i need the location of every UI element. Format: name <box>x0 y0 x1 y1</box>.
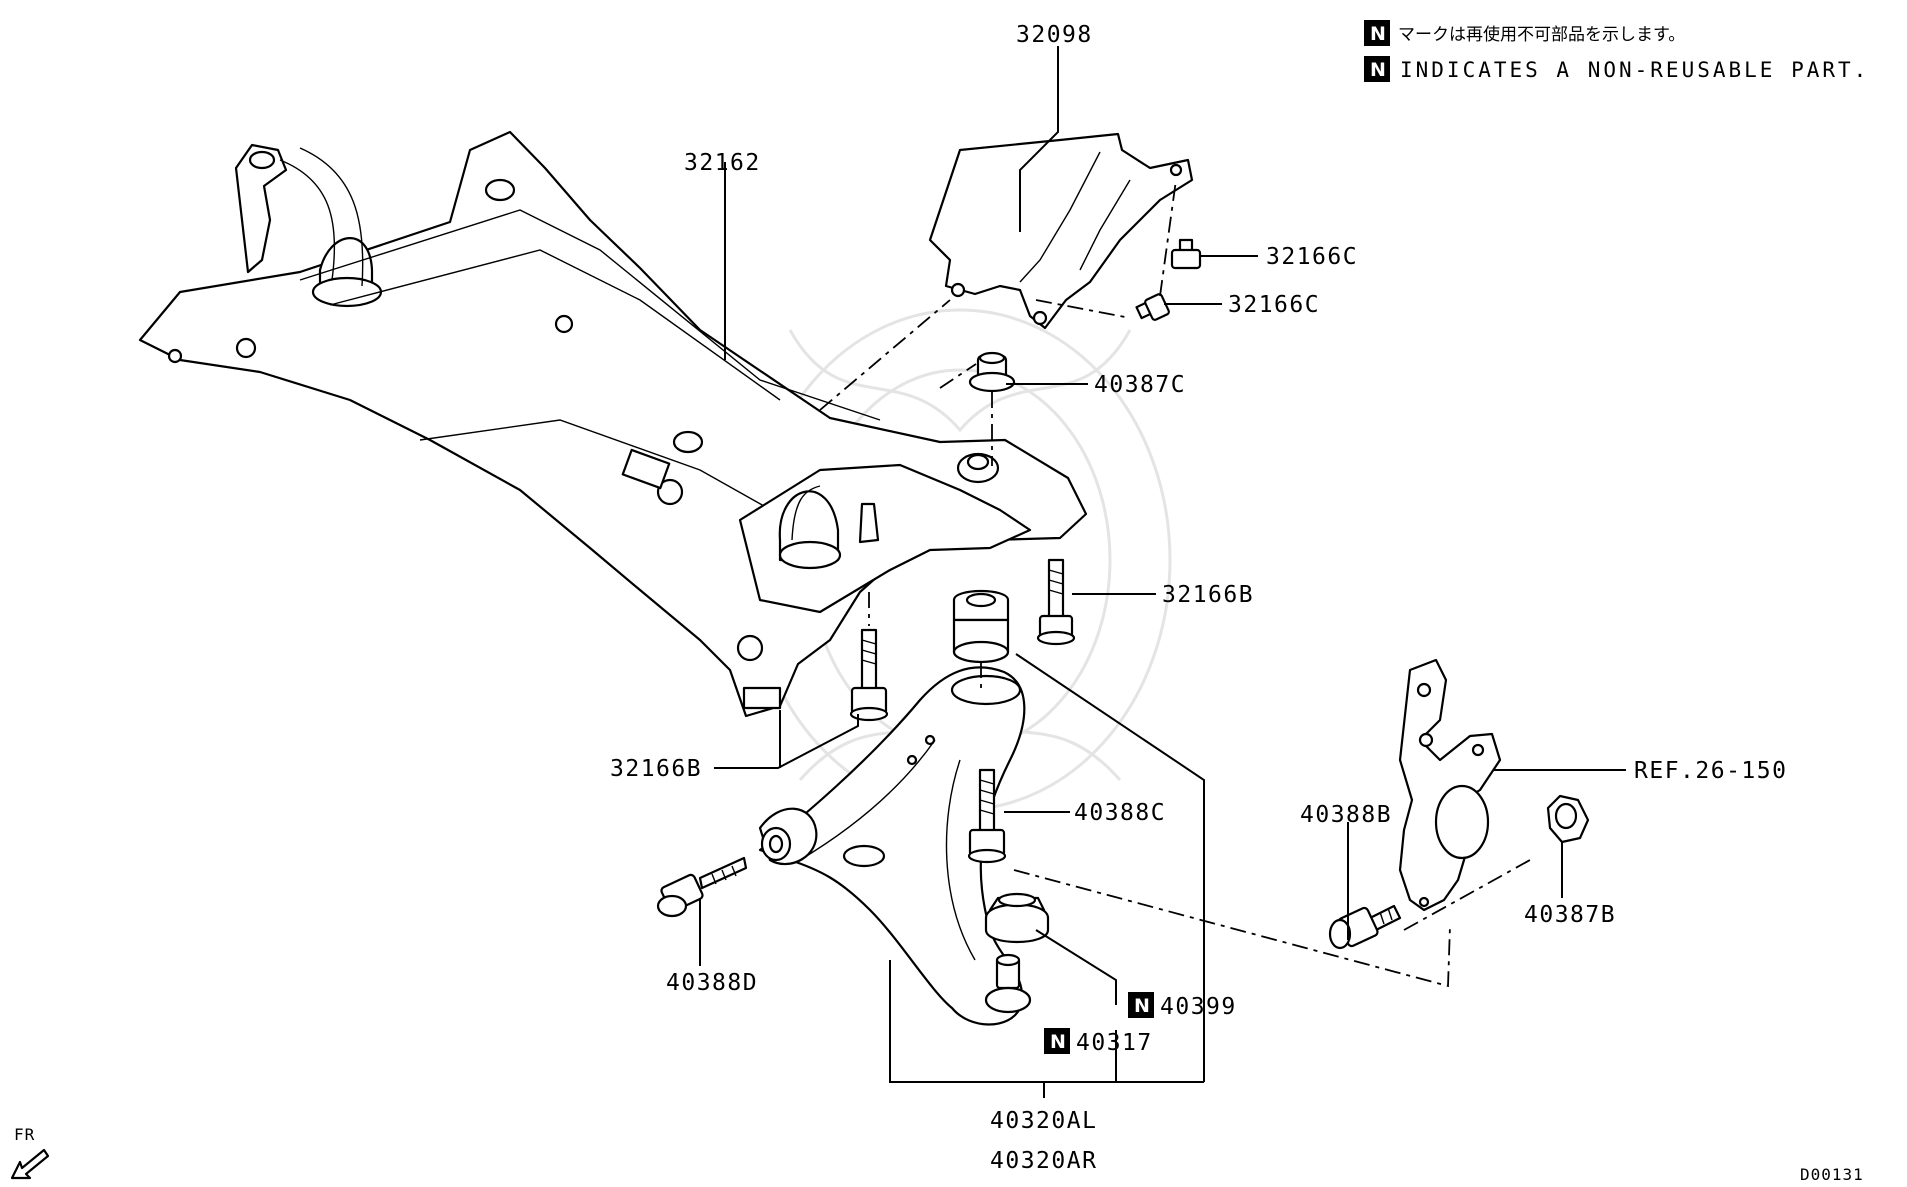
label-32162: 32162 <box>684 150 761 176</box>
label-40388D: 40388D <box>666 970 758 996</box>
plate-32098 <box>928 132 1194 330</box>
label-40387B: 40387B <box>1524 902 1616 928</box>
label-40320AL: 40320AL <box>990 1108 1097 1134</box>
badge-40317 <box>1044 1028 1070 1054</box>
bolt-32166B-right <box>1036 558 1076 646</box>
steering-knuckle <box>1398 658 1502 912</box>
notice-badge-en-text: N <box>1370 59 1386 81</box>
bolt-40388B <box>1328 904 1402 950</box>
bolt-32166B-left <box>849 628 889 722</box>
nut-40387B <box>1546 794 1590 844</box>
notice-en-text: INDICATES A NON-REUSABLE PART. <box>1400 58 1869 82</box>
part-labels: 32098 32162 32166C 32166C 40387C 32166B … <box>610 22 1787 1174</box>
bolt-32166C-lower <box>1135 293 1170 321</box>
assembly-guides <box>819 179 1531 988</box>
bolt-40388C <box>967 768 1007 864</box>
label-32166C-lower: 32166C <box>1228 292 1320 318</box>
bolt-32166C-upper <box>1170 238 1202 270</box>
label-40388B: 40388B <box>1300 802 1392 828</box>
badge-40317-text: N <box>1050 1031 1066 1053</box>
notice-jp-text: マークは再使用不可部品を示します。 <box>1398 24 1685 45</box>
leader-lines <box>699 46 1626 1098</box>
badge-40399-text: N <box>1134 995 1150 1017</box>
notice-badge-jp-text: N <box>1370 23 1386 45</box>
label-32166B-right: 32166B <box>1162 582 1254 608</box>
notice-legend: N マークは再使用不可部品を示します。 N INDICATES A NON-RE… <box>1364 20 1869 82</box>
dust-cover-40317 <box>984 892 1050 944</box>
label-32166B-left: 32166B <box>610 756 702 782</box>
bolt-40388D <box>656 856 748 918</box>
notice-badge-jp <box>1364 20 1390 46</box>
notice-badge-en <box>1364 56 1390 82</box>
direction-label: FR <box>14 1125 35 1144</box>
crossmember-32162 <box>138 130 1088 718</box>
label-40320AR: 40320AR <box>990 1148 1097 1174</box>
lower-arm-40320 <box>758 666 1032 1026</box>
badge-40399 <box>1128 992 1154 1018</box>
label-40387C: 40387C <box>1094 372 1186 398</box>
nut-40387C <box>968 351 1016 393</box>
footer: FR D00131 <box>10 1125 1864 1184</box>
label-40317: 40317 <box>1076 1030 1153 1056</box>
label-32166C-upper: 32166C <box>1266 244 1358 270</box>
bushing-40399 <box>952 590 1010 664</box>
label-40388C: 40388C <box>1074 800 1166 826</box>
label-ref-26-150: REF.26-150 <box>1634 758 1787 784</box>
diagram-code: D00131 <box>1800 1165 1864 1184</box>
front-direction-arrow-icon <box>10 1148 50 1180</box>
label-32098: 32098 <box>1016 22 1093 48</box>
label-40399: 40399 <box>1160 994 1237 1020</box>
